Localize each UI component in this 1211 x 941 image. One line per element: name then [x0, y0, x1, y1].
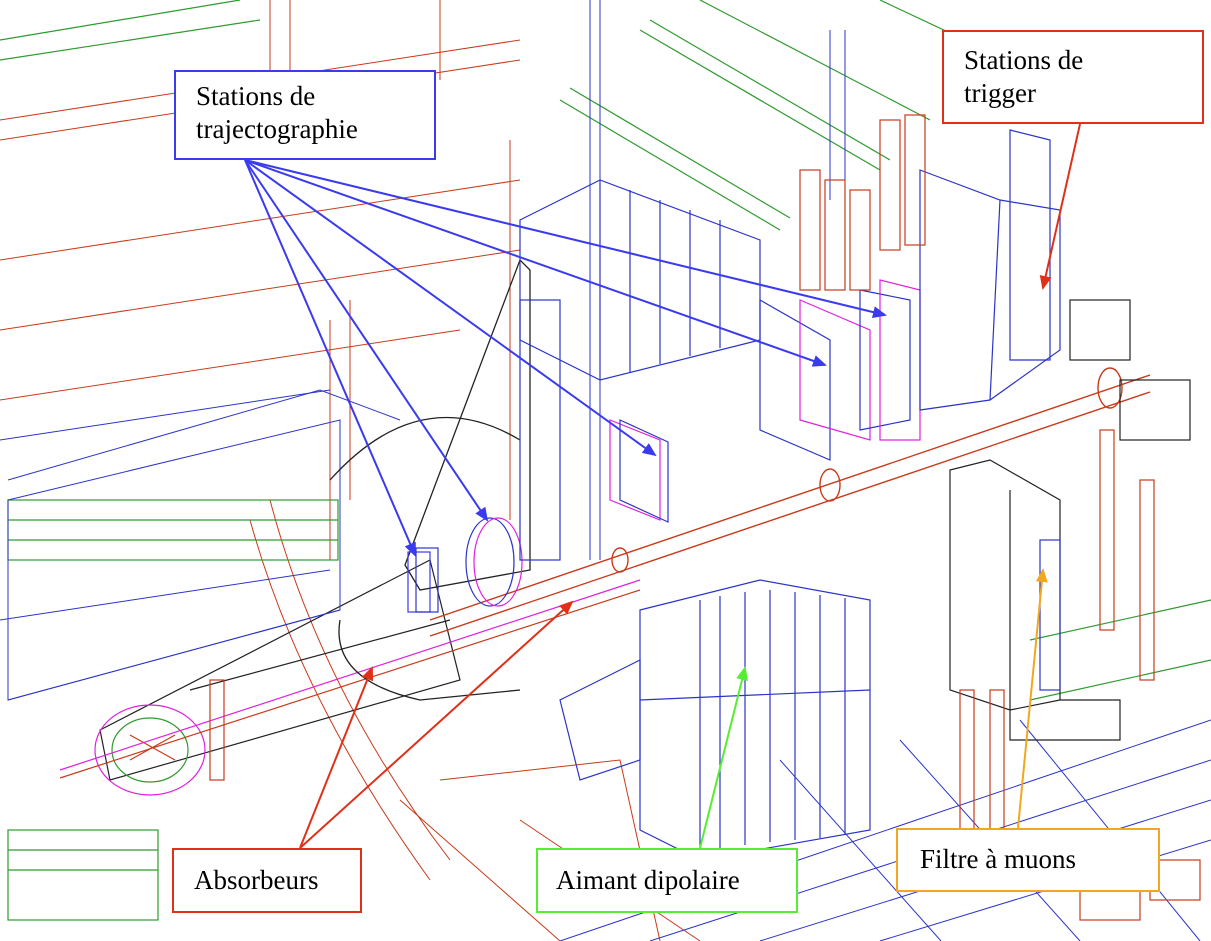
orange-supports: [209, 114, 1201, 921]
label-tracking-line1: Stations de: [196, 81, 316, 111]
tracking-arrows: [244, 159, 887, 557]
dipole-yoke-top: [519, 179, 761, 381]
label-muon-filter: Filtre à muons: [896, 828, 1160, 892]
trigger-stations: [919, 129, 1191, 441]
label-trigger-line2: trigger: [964, 78, 1036, 108]
dipole-arrow: [699, 666, 748, 849]
label-absorbers-text: Absorbeurs: [194, 865, 319, 895]
front-absorber: [59, 559, 641, 796]
tracking-chambers: [407, 279, 921, 613]
muon-filter-block: [949, 459, 1121, 741]
label-trigger-stations: Stations de trigger: [942, 30, 1204, 124]
label-dipole-magnet: Aimant dipolaire: [536, 848, 798, 913]
central-plate: [329, 258, 531, 701]
label-absorbers: Absorbeurs: [172, 848, 362, 913]
label-tracking-line2: trajectographie: [196, 114, 358, 144]
absorber-arrows: [299, 600, 574, 849]
dipole-magnet: [559, 579, 871, 861]
beam-pipe: [429, 367, 1151, 637]
muon-filter-arrow: [1017, 568, 1048, 829]
label-tracking-stations: Stations de trajectographie: [174, 70, 436, 160]
left-block: [7, 389, 401, 701]
label-trigger-line1: Stations de: [964, 45, 1084, 75]
label-muon-filter-text: Filtre à muons: [920, 844, 1076, 874]
label-dipole-text: Aimant dipolaire: [556, 865, 740, 895]
trigger-arrow: [1039, 123, 1081, 290]
